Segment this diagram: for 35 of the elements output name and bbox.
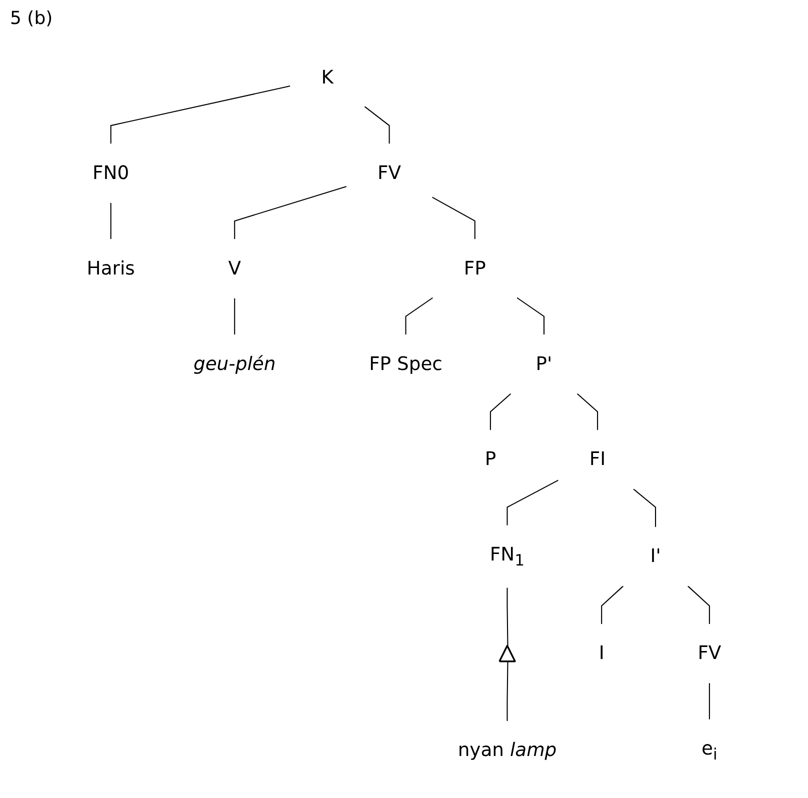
node-text: FN0	[92, 162, 130, 184]
connector	[688, 586, 710, 624]
node-text: geu-plén	[193, 353, 276, 375]
node-text: Haris	[86, 258, 135, 280]
node-text: V	[228, 258, 241, 280]
node-text: FP Spec	[369, 353, 442, 375]
connector	[601, 586, 624, 624]
connector	[576, 393, 598, 430]
node-text: K	[321, 66, 334, 89]
connector	[506, 480, 559, 526]
connector	[708, 683, 710, 720]
node-text: e$_{i}$	[702, 738, 718, 764]
connector	[633, 488, 656, 527]
node-text: FP	[464, 258, 486, 280]
connector	[234, 298, 236, 335]
connector	[234, 186, 347, 240]
node-text: I'	[650, 546, 661, 568]
connector	[364, 106, 390, 144]
node-text: FN$_{1}$	[490, 544, 525, 570]
node-text: nyan lamp	[458, 740, 557, 762]
connector	[506, 662, 508, 721]
node-text: FV	[378, 162, 402, 184]
node-text: FV	[698, 642, 722, 664]
connector	[516, 297, 545, 335]
connector	[432, 196, 476, 240]
connector	[490, 393, 512, 430]
node-text: FI	[589, 448, 606, 470]
node-text: P	[484, 448, 496, 470]
node-text: I	[598, 642, 604, 664]
connector	[405, 297, 434, 335]
connector	[110, 86, 290, 144]
figure-title: 5 (b)	[10, 8, 53, 29]
connector	[110, 202, 112, 240]
connector	[506, 588, 508, 646]
node-text: P'	[536, 353, 552, 375]
